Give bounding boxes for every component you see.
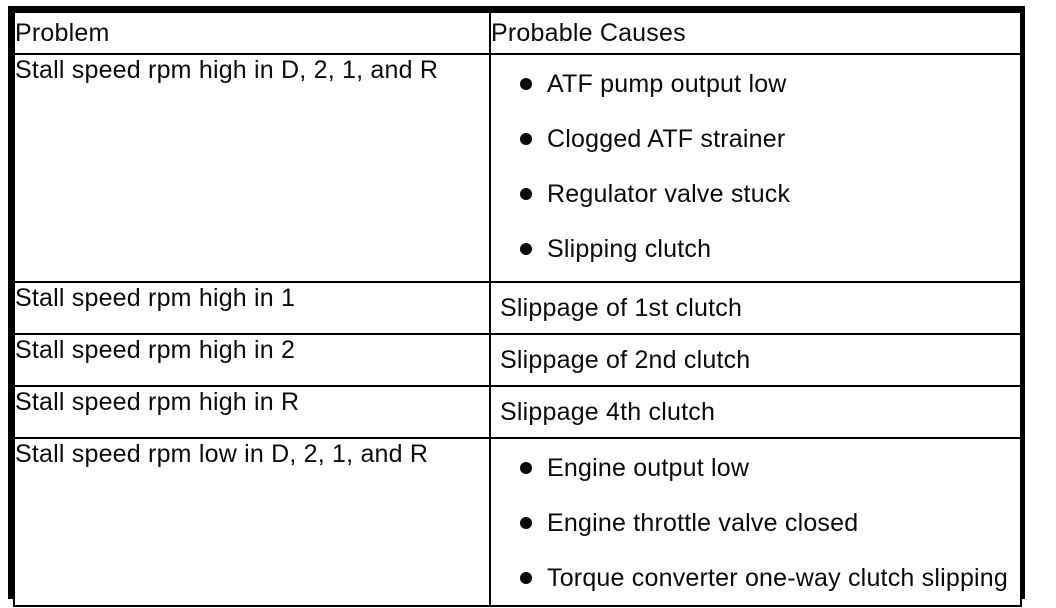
bullet-icon [520, 242, 532, 255]
table-row: Stall speed rpm high in R Slippage 4th c… [13, 385, 1022, 439]
bullet-icon [520, 77, 532, 90]
cause-item: Engine output low [491, 440, 1020, 495]
cause-text: Slipping clutch [547, 234, 712, 263]
problem-causes-table: Problem Probable Causes Stall speed rpm … [13, 11, 1022, 607]
table-row: Stall speed rpm high in 1 Slippage of 1s… [13, 281, 1022, 335]
cause-text: Regulator valve stuck [547, 179, 791, 208]
table-row: Stall speed rpm high in D, 2, 1, and R A… [13, 53, 1022, 283]
problem-cell: Stall speed rpm high in R [13, 385, 491, 439]
cause-item: ATF pump output low [491, 56, 1020, 111]
causes-list: Engine output low Engine throttle valve … [491, 439, 1020, 605]
table-header-row: Problem Probable Causes [13, 11, 1022, 55]
causes-list: ATF pump output low Clogged ATF strainer… [491, 55, 1020, 276]
causes-cell: Engine output low Engine throttle valve … [489, 437, 1022, 607]
cause-item: Torque converter one-way clutch slipping [491, 550, 1020, 605]
cause-text: Torque converter one-way clutch slipping [547, 563, 1009, 592]
bullet-icon [520, 571, 532, 584]
problem-cell: Stall speed rpm high in D, 2, 1, and R [13, 53, 491, 283]
bullet-icon [520, 516, 532, 529]
cause-item: Clogged ATF strainer [491, 111, 1020, 166]
problem-column-header: Problem [13, 11, 491, 55]
problem-cell: Stall speed rpm low in D, 2, 1, and R [13, 437, 491, 607]
bullet-icon [520, 132, 532, 145]
cause-text: Engine throttle valve closed [547, 508, 859, 537]
bullet-icon [520, 187, 532, 200]
table-row: Stall speed rpm low in D, 2, 1, and R En… [13, 437, 1022, 607]
causes-cell: Slippage of 2nd clutch [489, 333, 1022, 387]
cause-item: Engine throttle valve closed [491, 495, 1020, 550]
cause-text: Engine output low [547, 453, 750, 482]
problem-cell: Stall speed rpm high in 1 [13, 281, 491, 335]
causes-cell: ATF pump output low Clogged ATF strainer… [489, 53, 1022, 283]
cause-text: ATF pump output low [547, 69, 787, 98]
causes-cell: Slippage 4th clutch [489, 385, 1022, 439]
causes-cell: Slippage of 1st clutch [489, 281, 1022, 335]
bullet-icon [520, 461, 532, 474]
causes-column-header: Probable Causes [489, 11, 1022, 55]
cause-text: Clogged ATF strainer [547, 124, 786, 153]
troubleshooting-table: Problem Probable Causes Stall speed rpm … [8, 6, 1025, 607]
problem-cell: Stall speed rpm high in 2 [13, 333, 491, 387]
cause-item: Regulator valve stuck [491, 166, 1020, 221]
table-row: Stall speed rpm high in 2 Slippage of 2n… [13, 333, 1022, 387]
cause-item: Slipping clutch [491, 221, 1020, 276]
